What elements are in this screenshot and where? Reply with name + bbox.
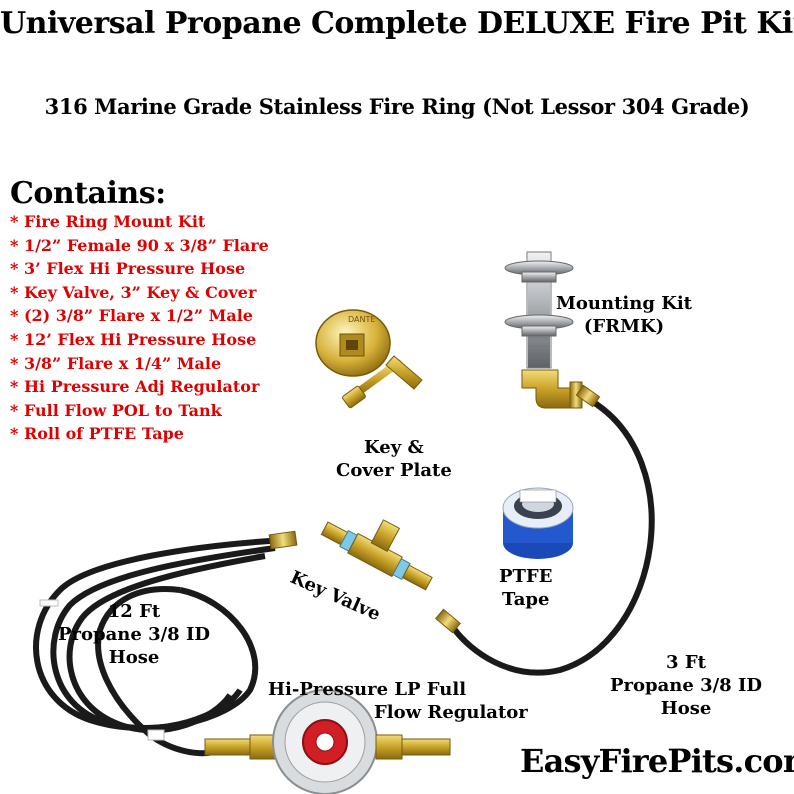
page-title: Universal Propane Complete DELUXE Fire P… [0, 6, 794, 41]
hose-12ft-label-line2: Propane 3/8 ID [58, 624, 210, 645]
ptfe-label-line1: PTFE [499, 566, 553, 587]
mounting-kit-label: Mounting Kit (FRMK) [556, 292, 692, 338]
list-item: * Hi Pressure Adj Regulator [10, 377, 260, 397]
hose-12ft-label: 12 Ft Propane 3/8 ID Hose [58, 600, 210, 669]
key-valve-image [320, 519, 433, 591]
key-cover-label-line2: Cover Plate [336, 460, 452, 481]
list-item: * Key Valve, 3” Key & Cover [10, 282, 257, 302]
regulator-label-line2: Flow Regulator [374, 702, 528, 723]
list-item: * 3’ Flex Hi Pressure Hose [10, 259, 246, 279]
mounting-kit-label-line2: (FRMK) [583, 316, 665, 337]
contents-heading: Contains: [10, 176, 166, 211]
list-item: * Roll of PTFE Tape [10, 424, 184, 444]
ptfe-tape-image [502, 487, 574, 559]
hose-3ft-label-line1: 3 Ft [666, 652, 706, 673]
hose-3ft-label-line2: Propane 3/8 ID [610, 675, 762, 696]
hose-12ft-label-line3: Hose [108, 647, 160, 668]
regulator-image [204, 689, 451, 794]
cover-plate-engraving: DANTE [348, 315, 375, 324]
hose-12ft-label-line1: 12 Ft [107, 601, 161, 622]
regulator-label: Hi-Pressure LP Full Flow Regulator [268, 678, 528, 724]
website-link[interactable]: EasyFirePits.com [520, 742, 794, 780]
key-cover-label-line1: Key & [364, 437, 424, 458]
list-item: * 12’ Flex Hi Pressure Hose [10, 329, 257, 349]
ptfe-label: PTFE Tape [499, 565, 552, 611]
page-subtitle: 316 Marine Grade Stainless Fire Ring (No… [44, 94, 750, 119]
contents-list: * Fire Ring Mount Kit * 1/2” Female 90 x… [10, 210, 269, 446]
hose-3ft-label: 3 Ft Propane 3/8 ID Hose [610, 651, 762, 720]
list-item: * Full Flow POL to Tank [10, 400, 222, 420]
list-item: * 3/8” Flare x 1/4” Male [10, 353, 222, 373]
list-item: * 1/2” Female 90 x 3/8” Flare [10, 235, 269, 255]
list-item: * Fire Ring Mount Kit [10, 212, 206, 231]
key-and-cover-plate-image: DANTE [315, 309, 423, 409]
hose-3ft-label-line3: Hose [660, 698, 712, 719]
hose-3ft-image [435, 384, 655, 676]
ptfe-label-line2: Tape [502, 589, 550, 610]
mounting-kit-label-line1: Mounting Kit [556, 293, 692, 314]
mounting-kit-image [504, 251, 583, 409]
key-cover-label: Key & Cover Plate [336, 436, 452, 482]
list-item: * (2) 3/8” Flare x 1/2” Male [10, 306, 253, 326]
regulator-label-line1: Hi-Pressure LP Full [268, 679, 467, 700]
